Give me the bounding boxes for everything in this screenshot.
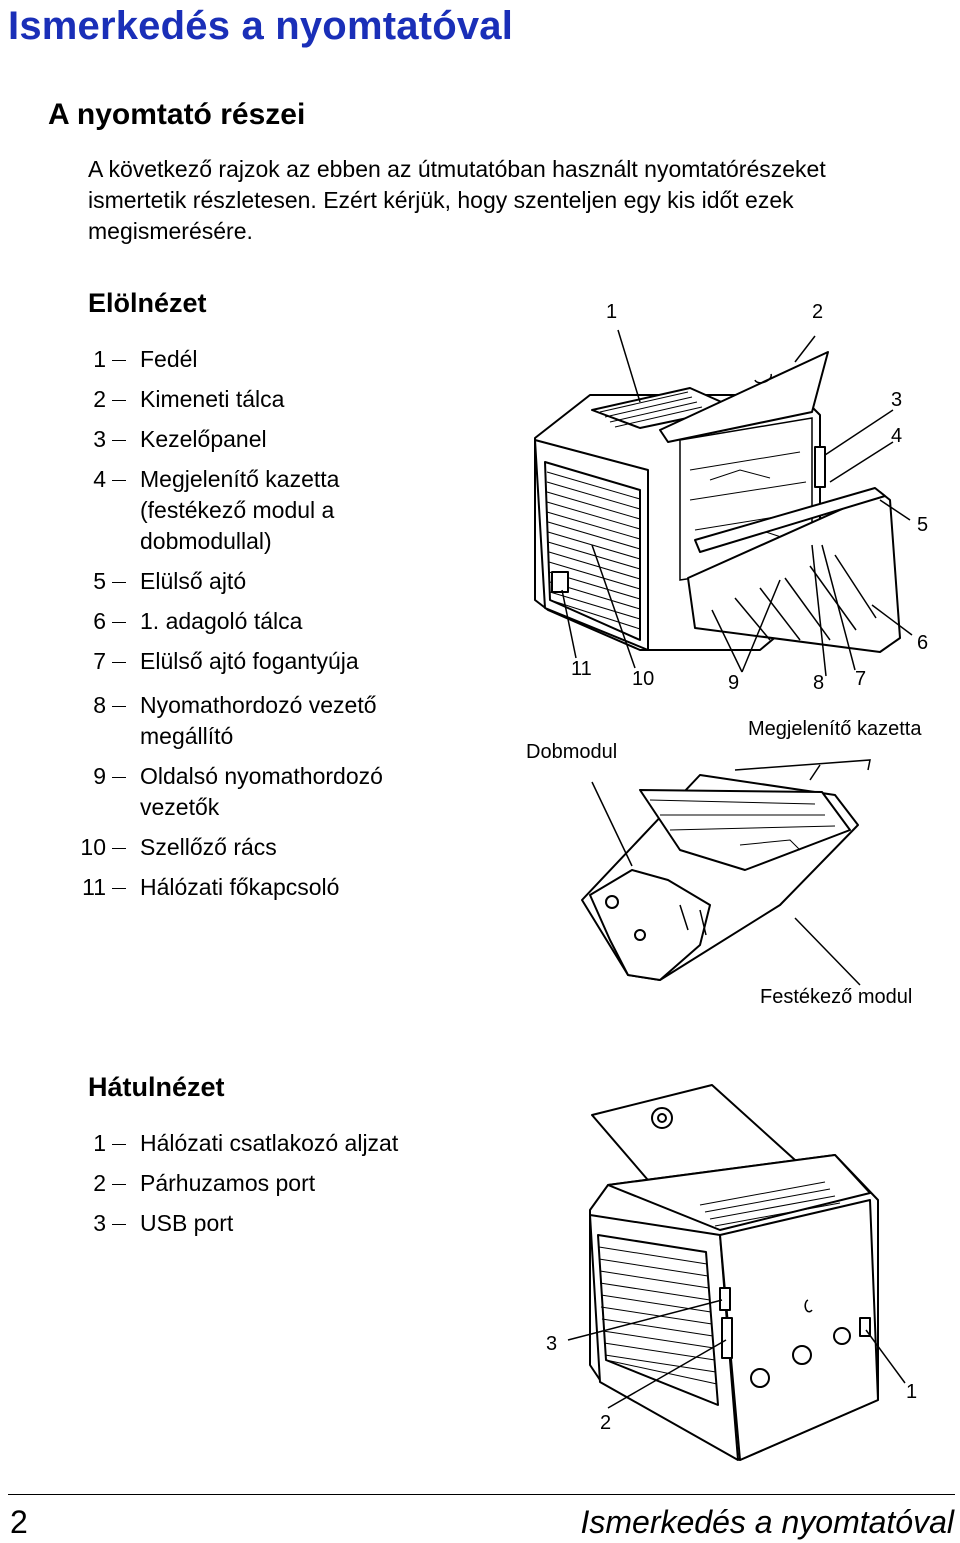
front-callout-5: 5 bbox=[917, 514, 929, 536]
rear-view-title: Hátulnézet bbox=[88, 1072, 225, 1102]
rear-callout-3: 3 bbox=[546, 1333, 558, 1355]
front-callout-4: 4 bbox=[891, 425, 903, 447]
front-callout-10: 10 bbox=[632, 668, 655, 690]
front-callout-9: 9 bbox=[728, 672, 740, 694]
front-callout-6: 6 bbox=[917, 632, 929, 654]
front-callout-1: 1 bbox=[606, 301, 618, 323]
intro-paragraph: A következő rajzok az ebben az útmutatób… bbox=[88, 156, 826, 244]
front-callout-11: 11 bbox=[571, 658, 592, 680]
front-callout-8: 8 bbox=[813, 672, 825, 694]
rear-callout-1: 1 bbox=[906, 1381, 918, 1403]
footer-divider bbox=[8, 1494, 955, 1495]
section-title: A nyomtató részei bbox=[48, 98, 306, 131]
toner-module-label: Festékező modul bbox=[760, 986, 913, 1008]
front-callout-7: 7 bbox=[855, 668, 867, 690]
drum-module-label: Dobmodul bbox=[526, 741, 618, 763]
front-view-title: Elölnézet bbox=[88, 288, 207, 318]
footer-title: Ismerkedés a nyomtatóval bbox=[580, 1504, 955, 1540]
chapter-title: Ismerkedés a nyomtatóval bbox=[8, 4, 514, 48]
front-callout-3: 3 bbox=[891, 389, 903, 411]
page-number: 2 bbox=[10, 1504, 28, 1540]
rear-callout-2: 2 bbox=[600, 1412, 612, 1434]
front-callout-2: 2 bbox=[812, 301, 824, 323]
imaging-cartridge-label: Megjelenítő kazetta bbox=[748, 718, 922, 740]
